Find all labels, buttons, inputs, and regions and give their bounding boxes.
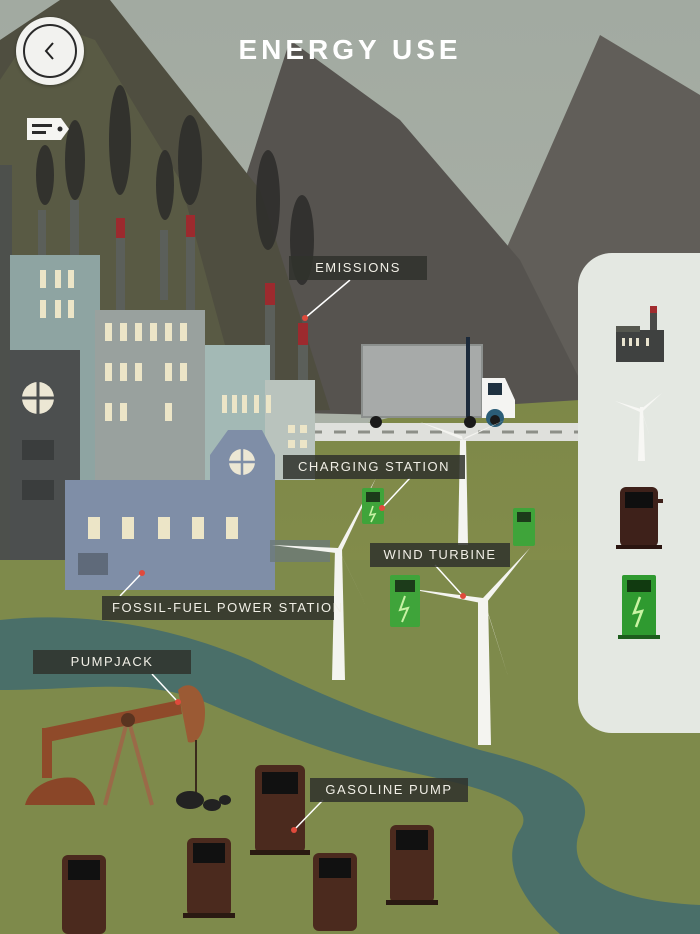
factory-complex (0, 85, 330, 590)
label-wind-turbine[interactable]: WIND TURBINE (370, 543, 510, 567)
truck (361, 337, 515, 428)
panel-item-gasoline-pump[interactable] (608, 475, 672, 555)
charging-stations (362, 488, 535, 627)
label-markers (139, 315, 466, 833)
river (0, 617, 700, 934)
gasoline-pump-icon (616, 487, 663, 549)
label-gasoline-pump[interactable]: GASOLINE PUMP (310, 778, 468, 802)
label-emissions[interactable]: EMISSIONS (289, 256, 427, 280)
info-tag-button[interactable] (25, 116, 71, 142)
wind-turbine-icon (615, 393, 662, 461)
label-charging-station[interactable]: CHARGING STATION (283, 455, 465, 479)
label-pumpjack[interactable]: PUMPJACK (33, 650, 191, 674)
label-leaders (119, 279, 464, 831)
charging-station-icon (618, 575, 660, 639)
panel-item-factory[interactable] (608, 295, 672, 375)
panel-item-wind-turbine[interactable] (608, 385, 672, 465)
side-panel (578, 253, 700, 733)
back-button[interactable] (16, 17, 84, 85)
pumpjack (25, 685, 231, 811)
label-fossil-fuel-power-station[interactable]: FOSSIL-FUEL POWER STATION (102, 596, 342, 620)
panel-item-charging-station[interactable] (608, 565, 672, 645)
tag-icon (27, 118, 69, 140)
factory-icon (616, 306, 664, 362)
page-title: ENERGY USE (238, 34, 462, 65)
wind-turbines (272, 420, 530, 745)
chevron-left-icon (23, 24, 77, 78)
